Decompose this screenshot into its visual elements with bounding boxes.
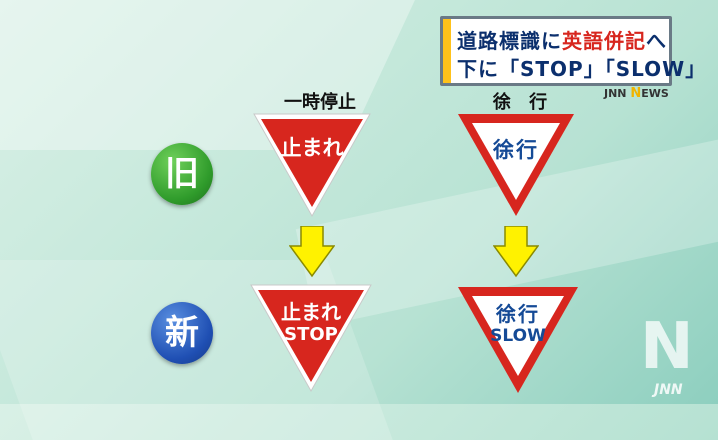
new-stop-en-text: STOP bbox=[284, 324, 338, 345]
jnn-watermark-logo: N JNN bbox=[640, 310, 712, 400]
headline-box: 道路標識に英語併記へ 下に「STOP」「SLOW」 bbox=[440, 16, 705, 86]
jnn-n-glyph: N bbox=[640, 310, 694, 384]
headline-text: へ bbox=[646, 29, 667, 53]
headline-accent-bar bbox=[443, 19, 451, 83]
headline-text: 道路標識に bbox=[457, 29, 562, 53]
triangle-sign-icon bbox=[250, 284, 372, 393]
new-stop-sign: 止まれ STOP bbox=[248, 282, 374, 394]
triangle-sign-icon bbox=[253, 113, 371, 218]
logo-n: N bbox=[630, 86, 642, 101]
jnn-news-logo: JNN NEWS bbox=[604, 86, 669, 102]
headline-line-2: 下に「STOP」「SLOW」 bbox=[457, 57, 707, 81]
old-stop-sign: 止まれ bbox=[250, 110, 374, 220]
new-slow-en-text: SLOW bbox=[490, 326, 546, 346]
new-slow-jp-text: 徐行 bbox=[496, 302, 540, 326]
slow-column-label: 徐 行 bbox=[492, 92, 554, 113]
old-slow-sign: 徐行 bbox=[454, 110, 578, 220]
new-stop-jp-text: 止まれ bbox=[281, 300, 341, 324]
old-stop-text: 止まれ bbox=[280, 136, 344, 160]
triangle-sign-icon bbox=[458, 114, 574, 216]
stop-column-label: 一時停止 bbox=[284, 92, 356, 113]
triangle-sign-icon bbox=[458, 287, 578, 393]
arrow-down-icon bbox=[493, 226, 539, 278]
arrow-down-icon bbox=[289, 226, 335, 278]
logo-suffix: EWS bbox=[641, 87, 669, 100]
logo-prefix: JNN bbox=[604, 87, 627, 100]
headline-line-1: 道路標識に英語併記へ bbox=[457, 25, 667, 54]
headline-highlight: 英語併記 bbox=[562, 29, 646, 53]
old-slow-text: 徐行 bbox=[493, 138, 539, 162]
new-badge: 新 bbox=[151, 302, 213, 364]
old-badge: 旧 bbox=[151, 143, 213, 205]
new-slow-sign: 徐行 SLOW bbox=[455, 284, 581, 396]
jnn-watermark-text: JNN bbox=[654, 382, 683, 398]
